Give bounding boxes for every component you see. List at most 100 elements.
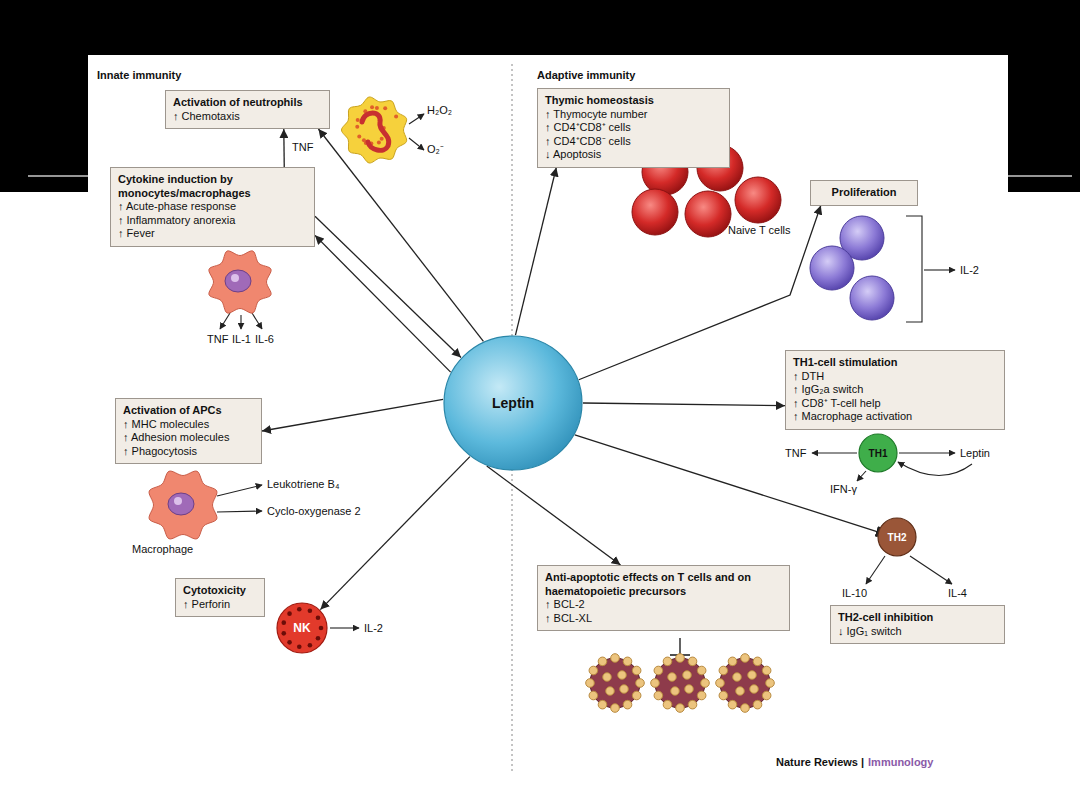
template-rule bbox=[28, 175, 88, 177]
surface-bead bbox=[701, 679, 710, 688]
box-text: ↑ Inflammatory anorexia bbox=[118, 214, 307, 228]
nucleus-highlight bbox=[174, 497, 182, 505]
surface-bead bbox=[753, 700, 762, 709]
granule bbox=[297, 645, 302, 650]
template-rule bbox=[1008, 175, 1072, 177]
granule bbox=[394, 115, 398, 119]
surface-bead bbox=[753, 657, 762, 666]
surface-bead bbox=[606, 687, 615, 696]
box-text: ↑ Chemotaxis bbox=[173, 110, 322, 124]
monocyte-box: Cytokine induction by monocytes/macropha… bbox=[110, 167, 315, 247]
thymocyte bbox=[735, 177, 781, 223]
granule bbox=[281, 620, 286, 625]
neutrophil-box: Activation of neutrophils↑ Chemotaxis bbox=[165, 90, 330, 129]
surface-bead bbox=[668, 673, 677, 682]
granule bbox=[355, 125, 359, 129]
box-text: ↑ CD4⁺CD8⁻ cells bbox=[545, 135, 722, 149]
surface-bead bbox=[611, 654, 620, 663]
cytokine-label: IL-4 bbox=[948, 587, 967, 600]
surface-bead bbox=[663, 700, 672, 709]
leader-arrow bbox=[924, 269, 955, 270]
cell-label: Leptin bbox=[492, 395, 534, 411]
cell-nucleus bbox=[225, 270, 251, 292]
box-heading: Anti-apoptotic effects on T cells and on… bbox=[545, 571, 782, 598]
anti-apoptotic-box: Anti-apoptotic effects on T cells and on… bbox=[537, 565, 790, 631]
naive-t-cell bbox=[850, 276, 894, 320]
lobed-nucleus bbox=[362, 113, 389, 150]
activation-arrow bbox=[315, 235, 451, 372]
box-text: ↑ MHC molecules bbox=[123, 418, 254, 432]
cell-label: NK bbox=[293, 621, 310, 635]
cytokine-label: TNF bbox=[291, 141, 314, 154]
surface-bead bbox=[762, 691, 771, 700]
activation-arrow bbox=[262, 399, 443, 431]
surface-bead bbox=[748, 671, 757, 680]
thymocyte bbox=[632, 189, 678, 235]
surface-bead bbox=[688, 657, 697, 666]
surface-bead bbox=[598, 700, 607, 709]
cell-label: TH2 bbox=[888, 532, 907, 543]
circle-shape bbox=[878, 518, 916, 556]
box-heading: Activation of neutrophils bbox=[173, 96, 322, 110]
box-text: ↑ Acute-phase response bbox=[118, 200, 307, 214]
surface-bead bbox=[632, 691, 641, 700]
surface-bead bbox=[733, 673, 742, 682]
granule bbox=[356, 118, 360, 122]
cell-name: Naive T cells bbox=[728, 224, 791, 237]
surface-bead bbox=[728, 657, 737, 666]
granule bbox=[370, 105, 374, 109]
th1-box: TH1-cell stimulation↑ DTH↑ IgG₂a switch↑… bbox=[785, 350, 1005, 430]
leader-arrow bbox=[330, 627, 359, 628]
hormone-label: Leptin bbox=[960, 447, 990, 460]
cytokine-label: TNF bbox=[785, 447, 806, 460]
surface-bead bbox=[623, 700, 632, 709]
surface-bead bbox=[636, 679, 645, 688]
proliferation-box: Proliferation bbox=[810, 180, 918, 206]
inhibition-connector bbox=[575, 435, 878, 532]
surface-bead bbox=[736, 687, 745, 696]
box-text: ↑ Thymocyte number bbox=[545, 108, 722, 122]
nk-cell: NK bbox=[276, 602, 328, 654]
granule bbox=[357, 134, 361, 138]
leader-arrow bbox=[812, 452, 857, 453]
granule bbox=[380, 137, 384, 141]
box-text: ↑ CD4⁺CD8⁺ cells bbox=[545, 121, 722, 135]
surface-bead bbox=[618, 671, 627, 680]
cytokine-label: IL-6 bbox=[255, 333, 274, 346]
box-text: ↑ Fever bbox=[118, 227, 307, 241]
naive-t-cell bbox=[810, 246, 854, 290]
box-heading: Cytokine induction by monocytes/macropha… bbox=[118, 173, 307, 200]
activation-arrow bbox=[283, 129, 285, 167]
surface-bead bbox=[586, 679, 595, 688]
cell-name: Macrophage bbox=[132, 543, 193, 556]
surface-bead bbox=[603, 673, 612, 682]
box-heading: Thymic homeostasis bbox=[545, 94, 722, 108]
product-label: H₂O₂ bbox=[427, 104, 452, 117]
mediator-label: Cyclo-oxygenase 2 bbox=[267, 505, 361, 518]
surface-bead bbox=[762, 666, 771, 675]
surface-bead bbox=[719, 691, 728, 700]
leader-arrow bbox=[899, 452, 955, 453]
granule bbox=[281, 631, 286, 636]
leader-arrow bbox=[220, 313, 230, 329]
surface-bead bbox=[676, 704, 685, 713]
th1-cell: TH1 bbox=[858, 433, 898, 473]
surface-bead bbox=[719, 666, 728, 675]
box-text: ↑ CD8⁺ T-cell help bbox=[793, 397, 997, 411]
surface-bead bbox=[741, 654, 750, 663]
box-heading: Activation of APCs bbox=[123, 404, 254, 418]
circle-shape bbox=[277, 603, 327, 653]
activation-arrow bbox=[320, 457, 470, 610]
surface-bead bbox=[728, 700, 737, 709]
surface-bead bbox=[750, 685, 759, 694]
leader-arrow bbox=[866, 556, 885, 584]
cell-label: TH1 bbox=[869, 448, 888, 459]
th2-box: TH2-cell inhibition↓ IgG₁ switch bbox=[830, 605, 1005, 644]
leader-arrow bbox=[240, 315, 241, 329]
mediator-label: Leukotriene B₄ bbox=[267, 478, 339, 491]
cytokine-label: IL-2 bbox=[960, 264, 979, 277]
th2-cell: TH2 bbox=[877, 517, 917, 557]
precursor-cell bbox=[720, 658, 770, 708]
surface-bead bbox=[663, 657, 672, 666]
surface-bead bbox=[589, 691, 598, 700]
